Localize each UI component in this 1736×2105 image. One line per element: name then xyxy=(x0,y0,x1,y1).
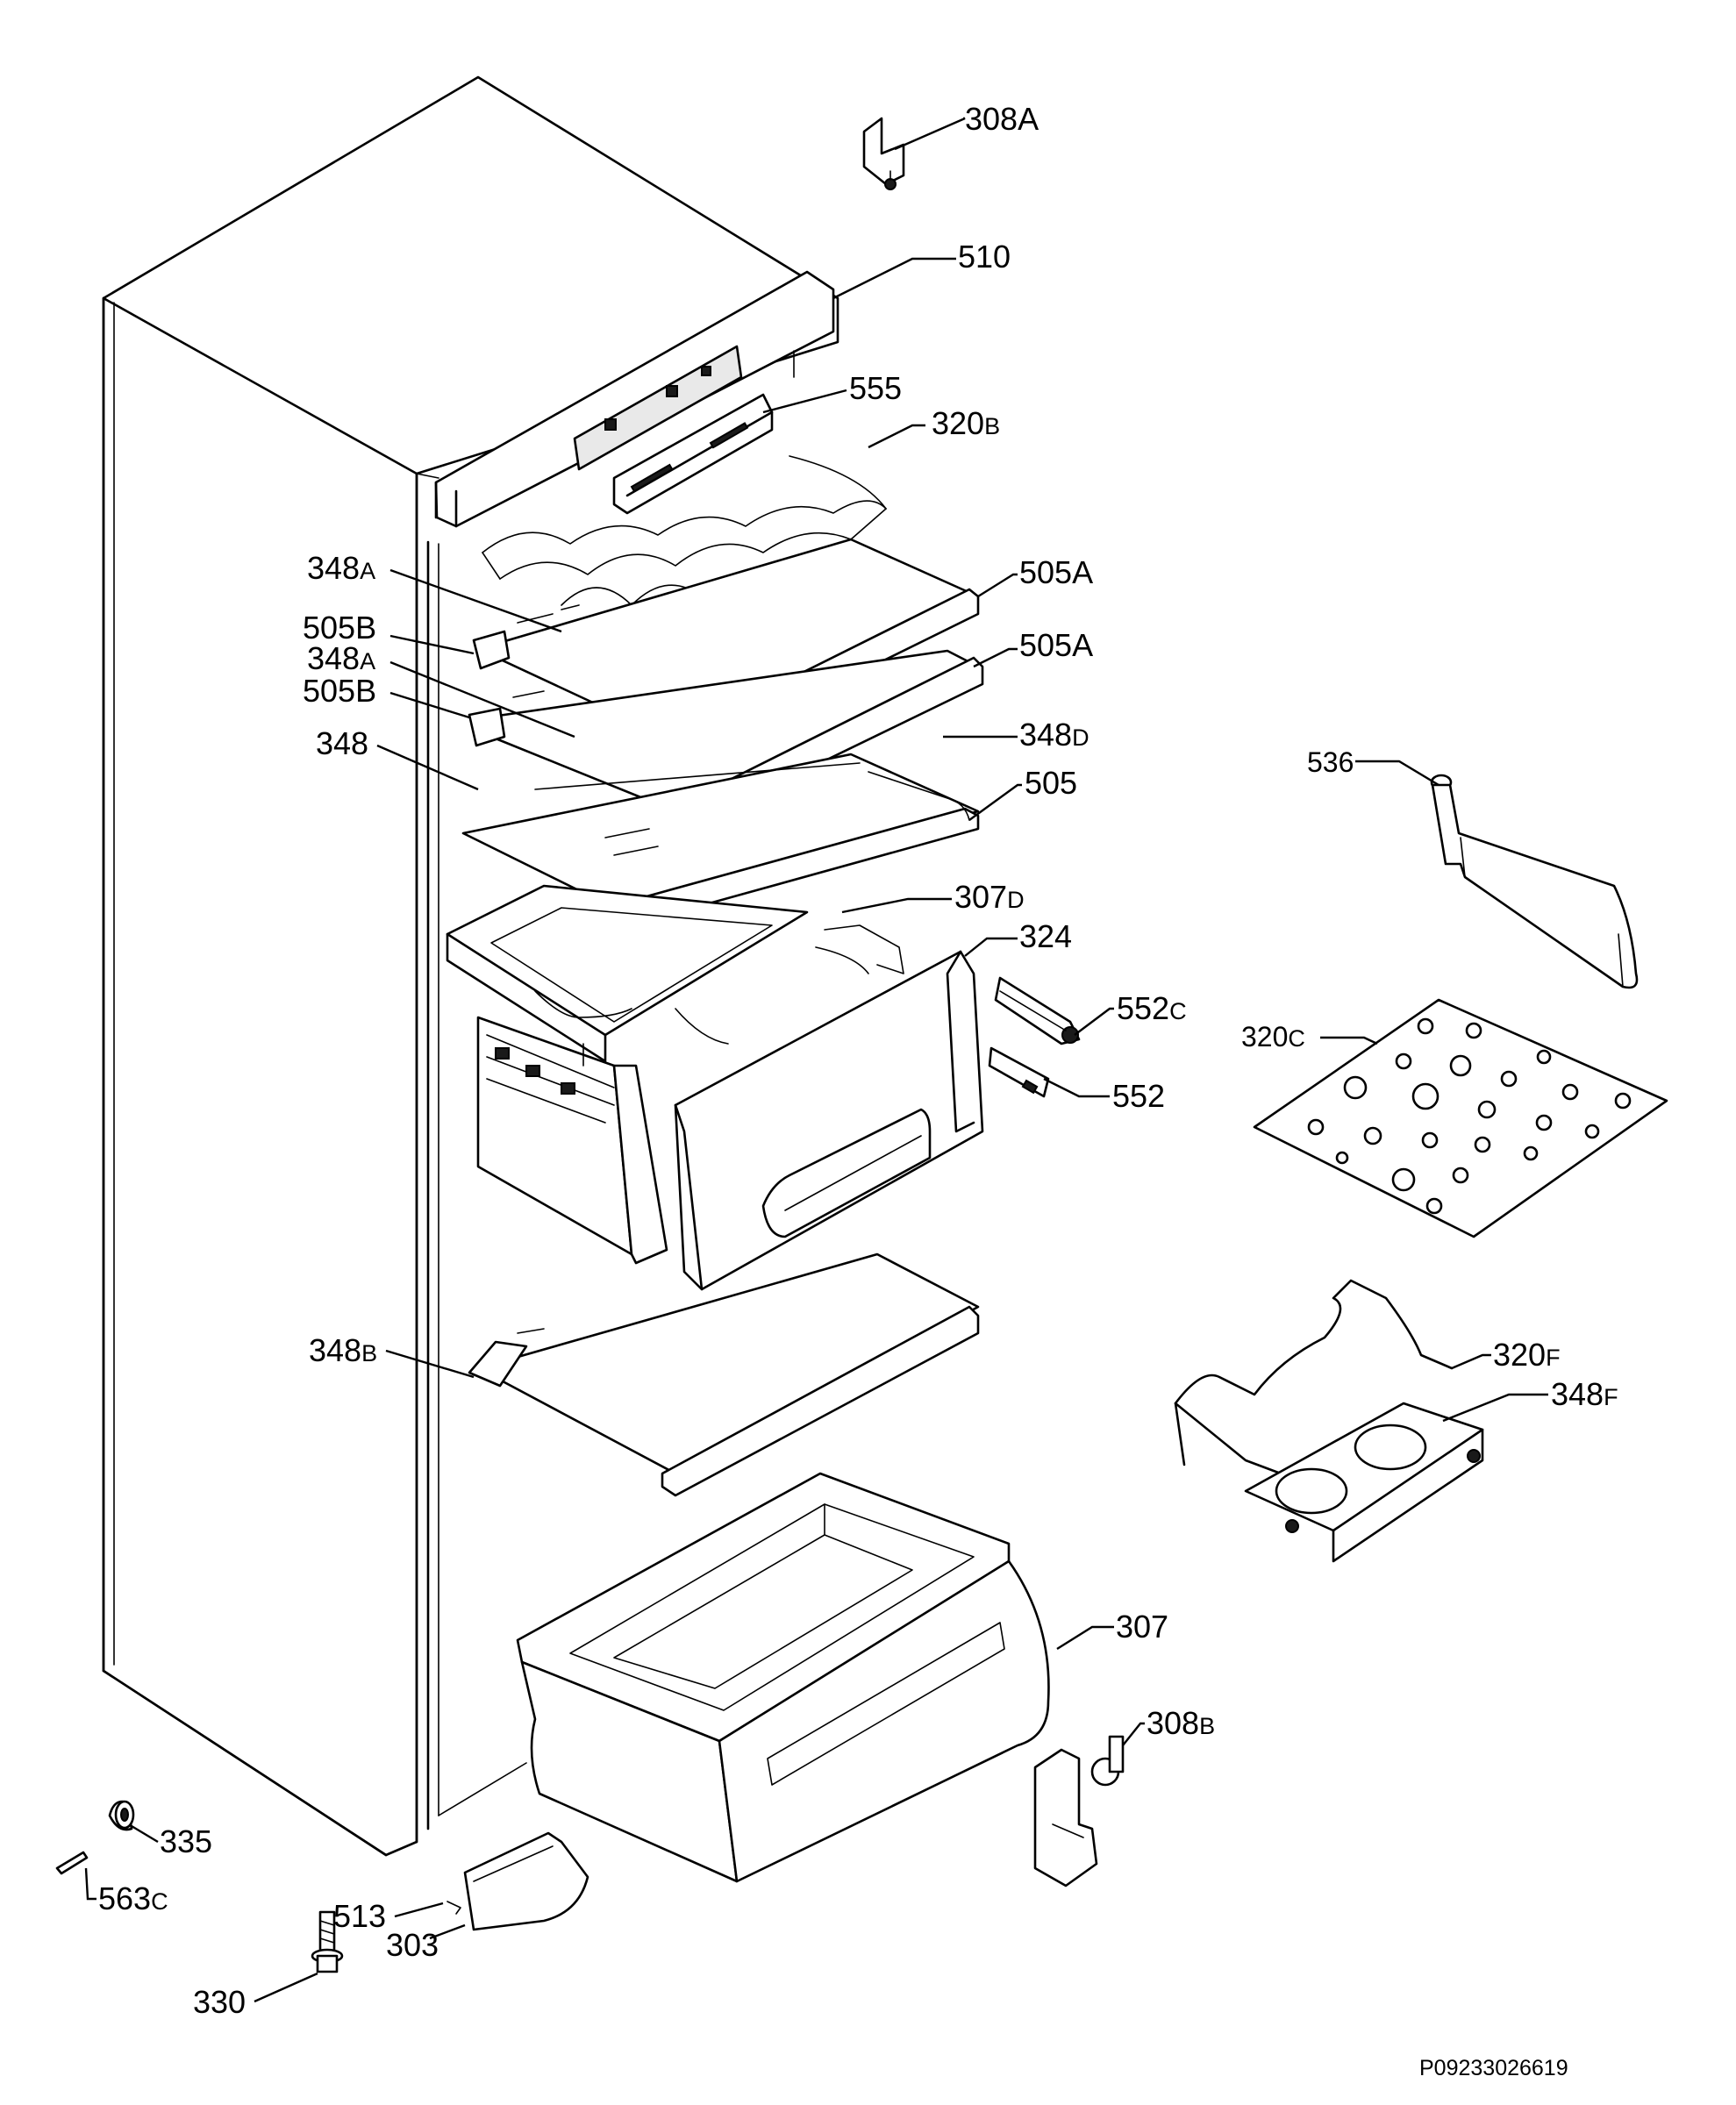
label-552: 552 xyxy=(1112,1078,1165,1114)
drawer-324 xyxy=(476,950,984,1291)
label-505b-second: 505B xyxy=(303,673,376,709)
label-555: 555 xyxy=(849,370,902,406)
label-320f: 320F xyxy=(1493,1337,1561,1373)
label-348a-second: 348A xyxy=(307,640,375,676)
label-505b-top: 505B xyxy=(303,610,376,646)
label-505a-top: 505A xyxy=(1019,554,1093,590)
drawer-runner-552c xyxy=(994,976,1081,1045)
drawing-code: P09233026619 xyxy=(1419,2056,1568,2080)
label-307: 307 xyxy=(1116,1609,1168,1645)
label-510: 510 xyxy=(958,239,1011,275)
bottle-divider-536 xyxy=(1430,774,1639,989)
label-348b: 348B xyxy=(309,1332,377,1368)
label-308a: 308A xyxy=(965,101,1039,137)
label-324: 324 xyxy=(1019,918,1072,954)
label-307d: 307D xyxy=(954,879,1025,915)
label-308b: 308B xyxy=(1147,1705,1215,1741)
label-348: 348 xyxy=(316,725,368,761)
label-320b: 320B xyxy=(932,405,1000,441)
bottle-holder-320f-348f xyxy=(1174,1279,1484,1563)
label-320c: 320C xyxy=(1241,1021,1305,1052)
label-348f: 348F xyxy=(1551,1376,1618,1412)
label-505: 505 xyxy=(1025,765,1077,801)
label-563c: 563C xyxy=(98,1880,168,1916)
label-505a-second: 505A xyxy=(1019,627,1093,663)
glass-shelf-348b xyxy=(468,1252,980,1497)
cabinet xyxy=(102,75,839,1857)
pin-563c xyxy=(55,1851,89,1875)
label-335: 335 xyxy=(160,1823,212,1859)
label-552c: 552C xyxy=(1117,990,1187,1026)
top-hinge-308a xyxy=(862,117,905,190)
cover-plate-303 xyxy=(463,1831,589,1931)
leader-lines xyxy=(84,117,1548,2003)
label-536: 536 xyxy=(1307,746,1354,778)
drawer-slide-552 xyxy=(988,1046,1050,1098)
label-303: 303 xyxy=(386,1927,439,1963)
drawer-cover-307d xyxy=(446,884,904,1063)
label-348d: 348D xyxy=(1019,717,1089,753)
control-panel-510 xyxy=(434,270,835,528)
adjustable-foot-335 xyxy=(108,1800,135,1831)
label-348a-top: 348A xyxy=(307,550,375,586)
part-labels: 308A 510 555 320B 348A 505A 505B 348A 50… xyxy=(98,101,1618,2020)
perforated-plate-320c xyxy=(1253,998,1668,1238)
label-330: 330 xyxy=(193,1984,246,2020)
label-513: 513 xyxy=(333,1898,386,1934)
thermostat-housing-555 xyxy=(612,393,774,515)
clip-513 xyxy=(447,1901,461,1915)
screw-330 xyxy=(311,1910,344,1973)
crisper-drawer-307 xyxy=(516,1472,1050,1883)
bottom-hinge-308b xyxy=(1033,1735,1125,1887)
